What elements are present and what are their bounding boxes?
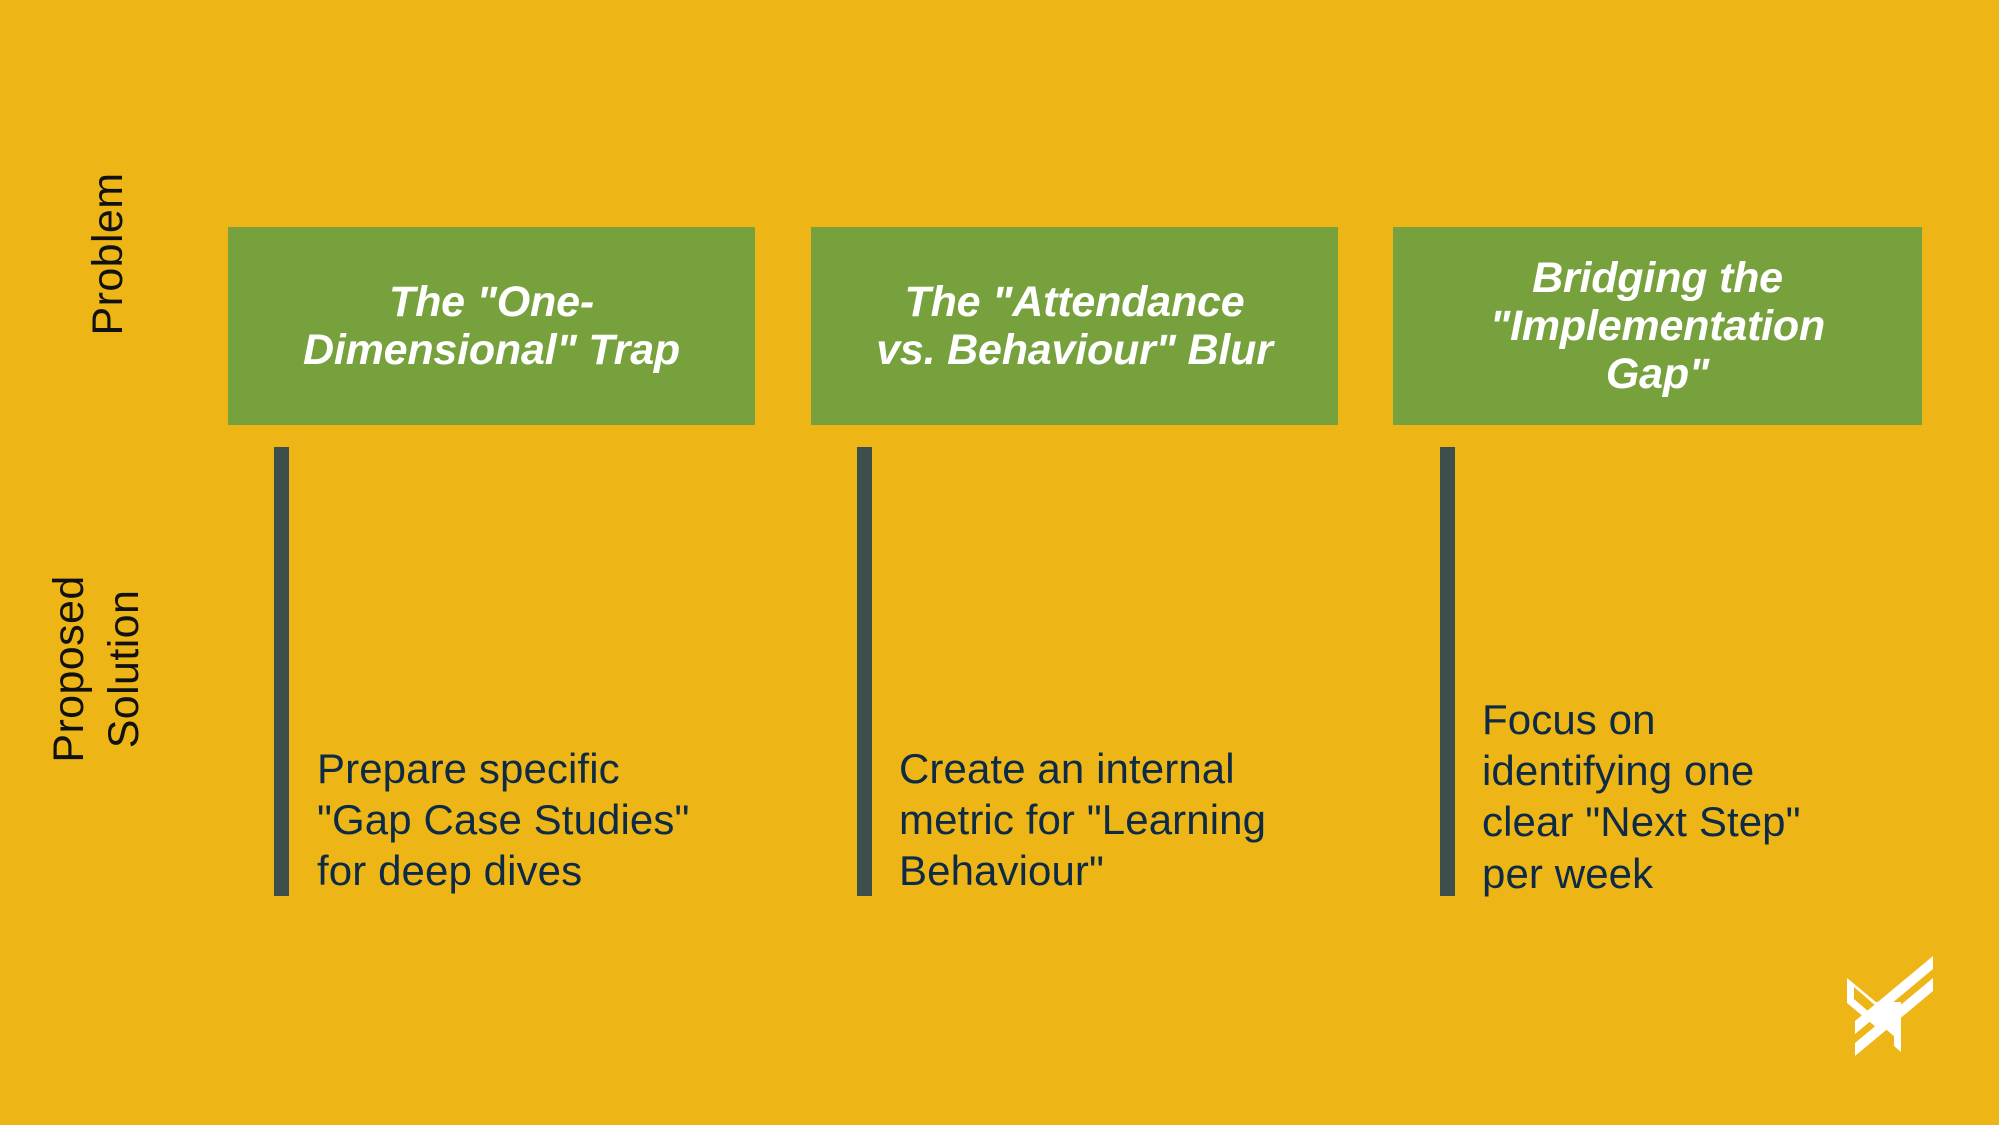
solution-text-3: Focus on identifying one clear "Next Ste… [1482,696,1801,897]
problem-title-1: The "One- Dimensional" Trap [302,277,680,374]
connector-bar-1 [274,447,289,896]
problem-title-2: The "Attendance vs. Behaviour" Blur [876,277,1273,374]
row-label-problem: Problem [84,172,132,336]
connector-bar-2 [857,447,872,896]
double-chevron-x-logo [1847,956,1933,1056]
problem-box-2: The "Attendance vs. Behaviour" Blur [811,227,1338,425]
solution-text-2: Create an internal metric for "Learning … [899,745,1267,895]
row-label-proposed-solution: Proposed Solution [44,575,148,763]
problem-title-3: Bridging the "Implementation Gap" [1489,253,1826,399]
solution-text-1: Prepare specific "Gap Case Studies" for … [317,745,690,895]
connector-bar-3 [1440,447,1455,896]
problem-box-3: Bridging the "Implementation Gap" [1393,227,1922,425]
problem-box-1: The "One- Dimensional" Trap [228,227,755,425]
